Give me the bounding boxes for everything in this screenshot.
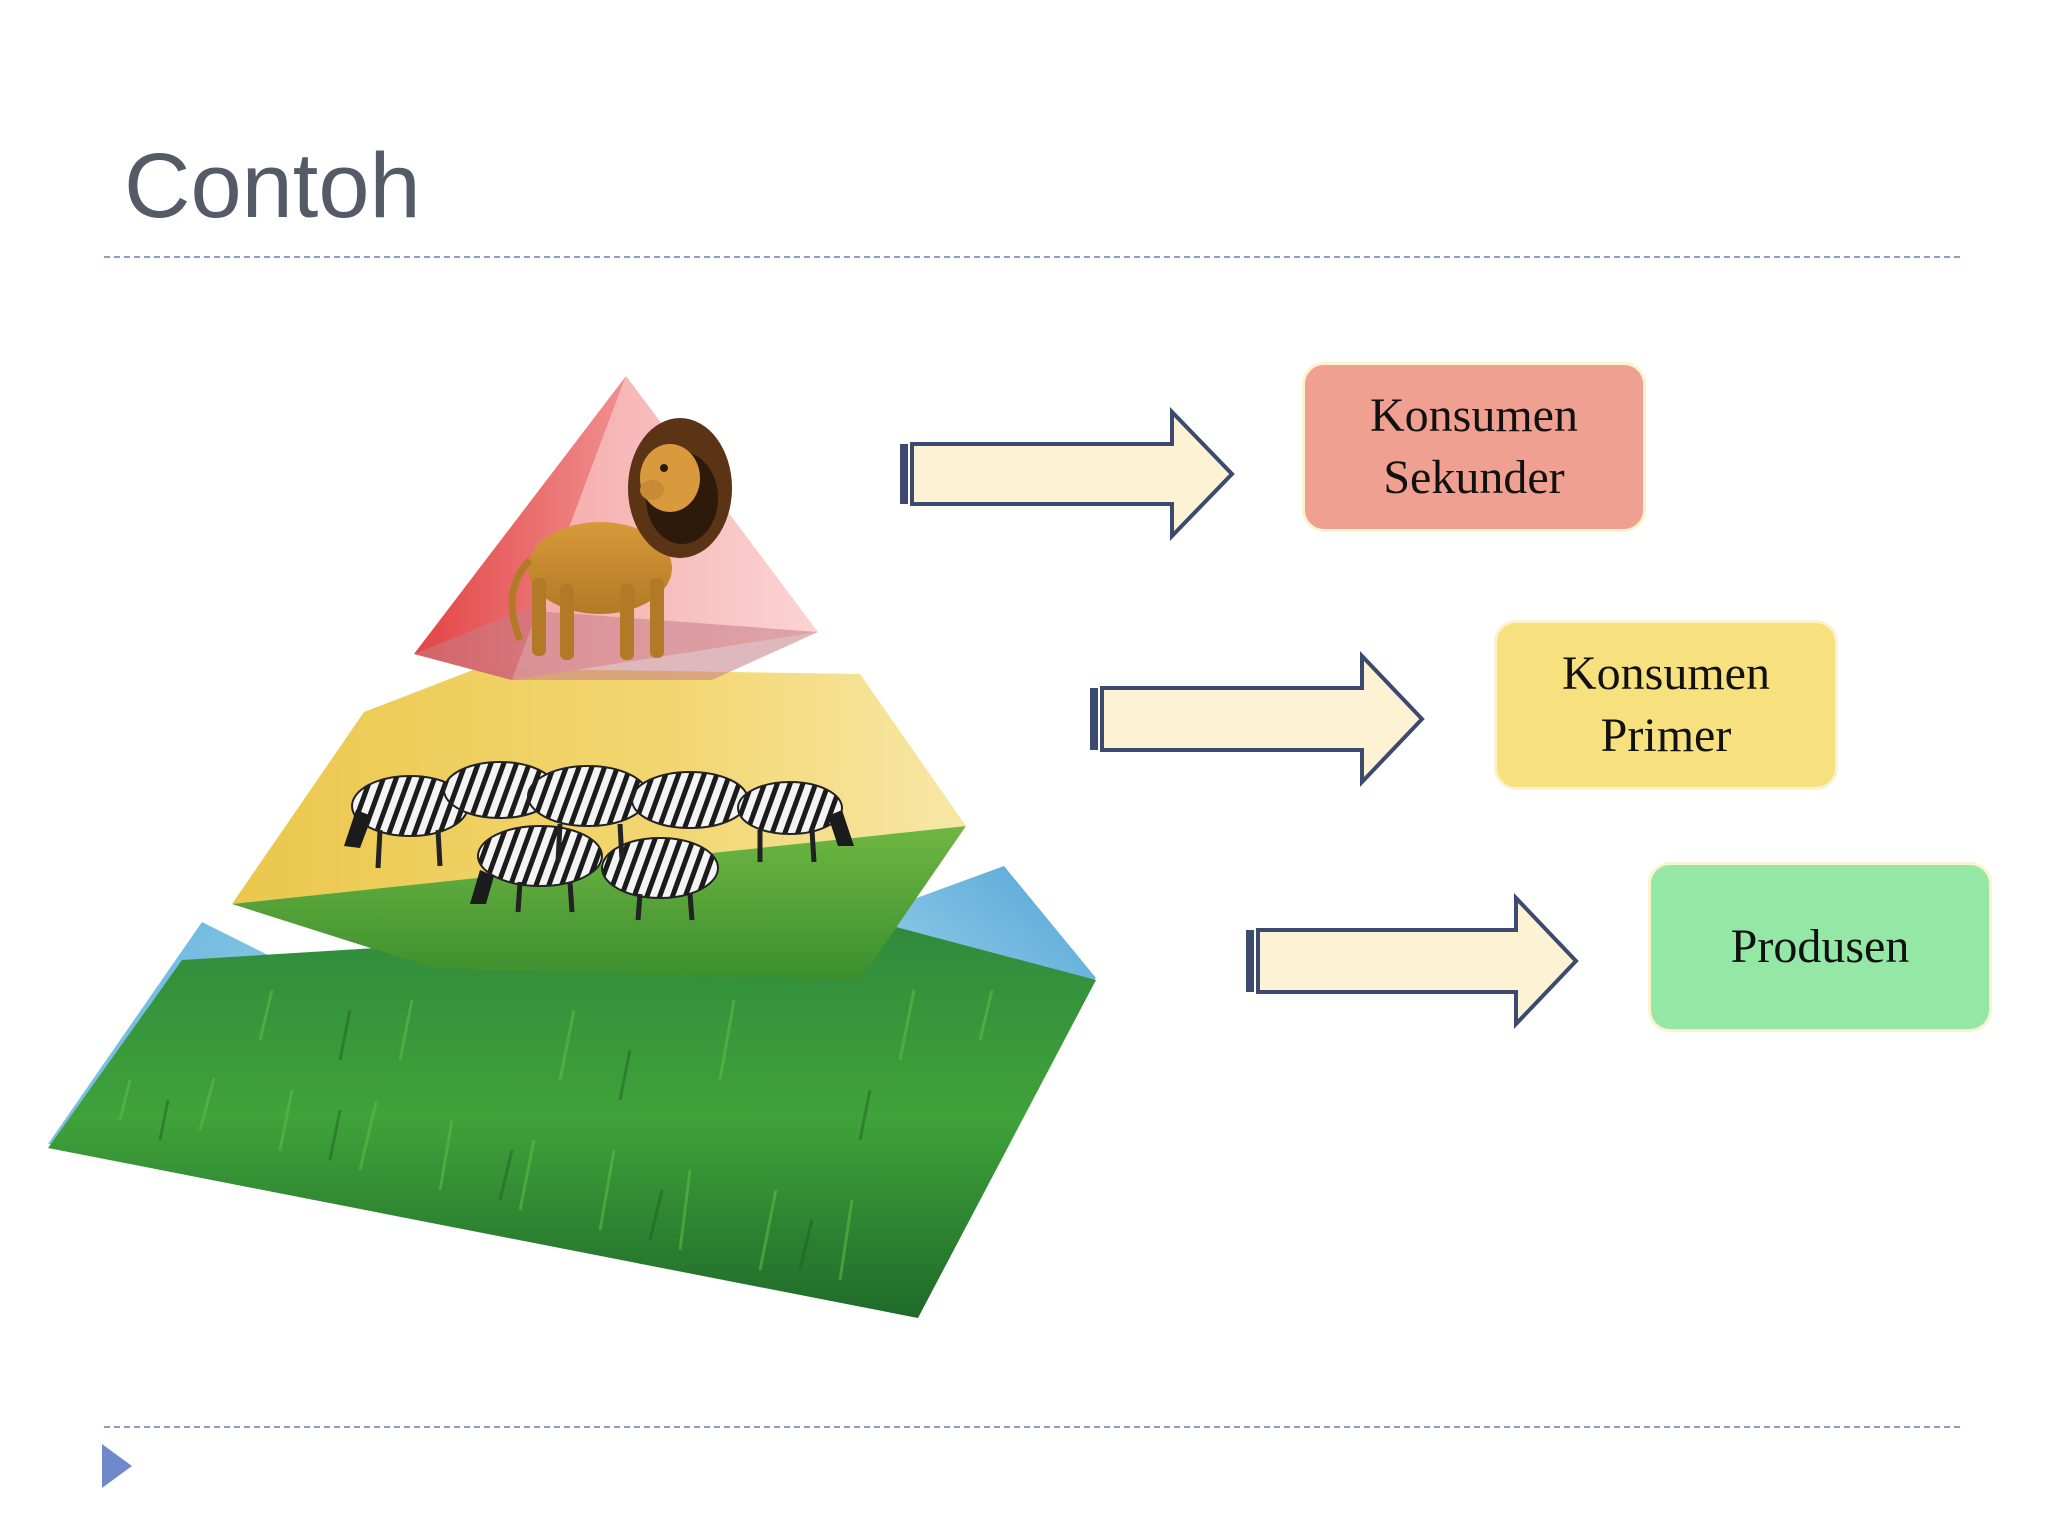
label-konsumen-sekunder: Konsumen Sekunder: [1302, 362, 1646, 532]
primary-tier-front-face: [232, 826, 966, 980]
footer-divider: [104, 1426, 1960, 1428]
secondary-tier-left-face: [414, 376, 626, 680]
label-produsen: Produsen: [1648, 862, 1992, 1032]
lion-icon: [508, 418, 732, 660]
arrow-to-primary: [1090, 651, 1425, 787]
title-divider: [104, 256, 1960, 258]
pyramid-tier-secondary: [414, 376, 818, 680]
arrow-to-secondary: [900, 407, 1235, 541]
producer-tier-top-face: [48, 918, 1096, 1318]
slide-bullet-icon: [102, 1444, 132, 1488]
pyramid-tier-primary: [232, 668, 966, 980]
slide-title: Contoh: [124, 135, 421, 237]
arrow-to-producer: [1246, 893, 1579, 1029]
zebra-herd-icon: [344, 761, 854, 921]
label-konsumen-primer: Konsumen Primer: [1494, 620, 1838, 790]
pyramid-tier-producer: [48, 866, 1096, 1318]
